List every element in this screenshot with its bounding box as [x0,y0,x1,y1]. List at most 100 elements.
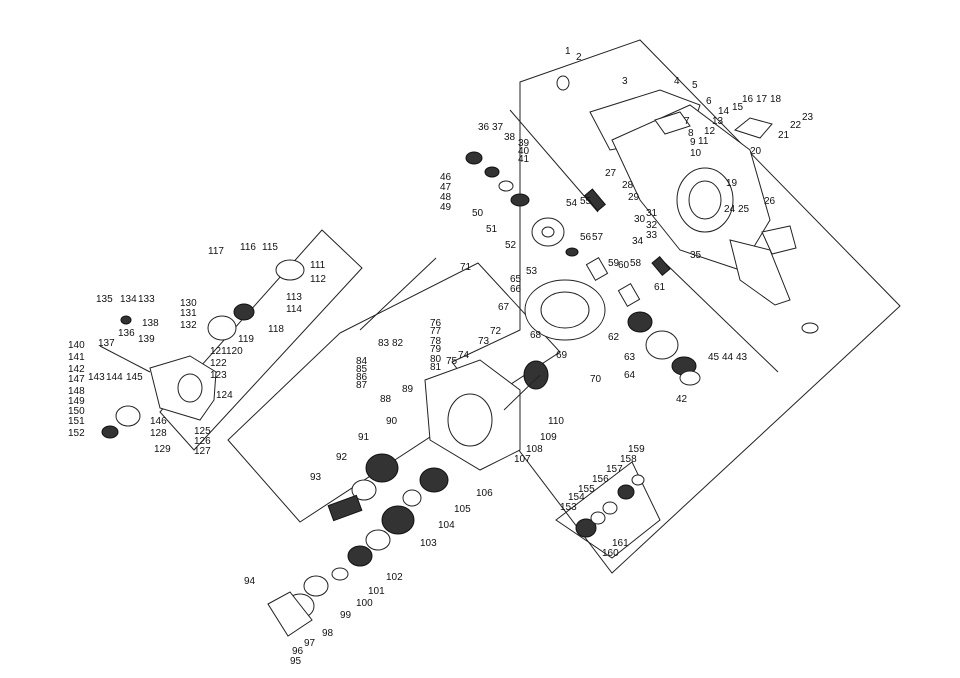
callout-64: 64 [624,370,636,381]
washer-101 [331,567,349,581]
callout-161: 161 [612,538,629,549]
callout-130: 130 [180,298,197,309]
callout-99: 99 [340,610,352,621]
callout-159: 159 [628,444,645,455]
plate-99 [303,575,329,597]
callout-72: 72 [490,326,502,337]
callout-45: 45 [708,352,720,363]
callout-100: 100 [356,598,373,609]
bearing-152 [101,425,119,439]
callout-87: 87 [356,380,368,391]
callout-24: 24 [724,204,736,215]
axle-tube-lower [729,239,791,306]
washer-155 [602,501,618,515]
case-body [424,359,521,471]
callout-138: 138 [142,318,159,329]
ring-gear [524,279,606,341]
bearing-47 [484,166,500,178]
final-drive-bore [177,373,203,403]
callout-150: 150 [68,406,85,417]
callout-5: 5 [692,80,698,91]
callout-59: 59 [608,258,620,269]
callout-132: 132 [180,320,197,331]
callout-57: 57 [592,232,604,243]
diff-cage-63 [645,330,679,360]
callout-25: 25 [738,204,750,215]
callout-68: 68 [530,330,542,341]
axle-spline-2 [651,255,671,277]
gear-102 [365,529,391,551]
callout-124: 124 [216,390,233,401]
callout-63: 63 [624,352,636,363]
final-drive-housing [149,355,217,421]
output-shaft [503,374,541,411]
bearing-stack [465,151,641,307]
seal-ring [556,75,570,91]
callout-74: 74 [458,350,470,361]
callout-115: 115 [262,242,278,253]
gear-91 [365,453,399,483]
input-shaft [359,257,437,331]
callout-28: 28 [622,180,634,191]
callout-12: 12 [704,126,716,137]
callout-49: 49 [440,202,452,213]
gear-52-hub [541,226,555,238]
callout-10: 10 [690,148,702,159]
callout-48: 48 [440,192,452,203]
callout-51: 51 [486,224,498,235]
callout-8: 8 [688,128,694,139]
callout-89: 89 [402,384,414,395]
callout-1: 1 [565,46,571,57]
callout-17: 17 [756,94,768,105]
callout-118: 118 [268,324,284,335]
callout-125: 125 [194,426,211,437]
callout-35: 35 [690,250,702,261]
callout-148: 148 [68,386,85,397]
housing-bore [688,180,722,220]
callout-52: 52 [505,240,517,251]
callout-73: 73 [478,336,490,347]
callout-62: 62 [608,332,620,343]
callout-123: 123 [210,370,227,381]
callout-58: 58 [630,258,642,269]
cap-111 [275,259,305,281]
callout-40: 40 [518,146,530,157]
callout-157: 157 [606,464,623,475]
callout-29: 29 [628,192,640,203]
callout-92: 92 [336,452,348,463]
axle-shaft-upper [509,109,599,213]
callout-144: 144 [106,372,123,383]
small-shaft-frame [555,461,661,559]
callout-67: 67 [498,302,510,313]
differential-unit [524,279,701,386]
callout-105: 105 [454,504,471,515]
callout-152: 152 [68,428,85,439]
callout-60: 60 [618,260,630,271]
callout-80: 80 [430,354,442,365]
callout-6: 6 [706,96,712,107]
callout-121: 121 [210,346,227,357]
callout-117: 117 [208,246,224,257]
callout-111: 111 [310,260,326,271]
gear-105 [419,467,449,493]
callout-86: 86 [356,372,368,383]
gear-129 [115,405,141,427]
callout-9: 9 [690,137,696,148]
callout-147: 147 [68,374,85,385]
callout-137: 137 [98,338,115,349]
callout-91: 91 [358,432,370,443]
callout-18: 18 [770,94,782,105]
callout-20: 20 [750,146,762,157]
callout-4: 4 [674,76,680,87]
axle-housing-frame [451,39,901,574]
callout-112: 112 [310,274,326,285]
callout-156: 156 [592,474,609,485]
callout-78: 78 [430,336,442,347]
callout-98: 98 [322,628,334,639]
transmission-case [327,257,549,567]
callout-155: 155 [578,484,595,495]
callout-88: 88 [380,394,392,405]
housing-flange [676,167,734,233]
callout-79: 79 [430,344,442,355]
